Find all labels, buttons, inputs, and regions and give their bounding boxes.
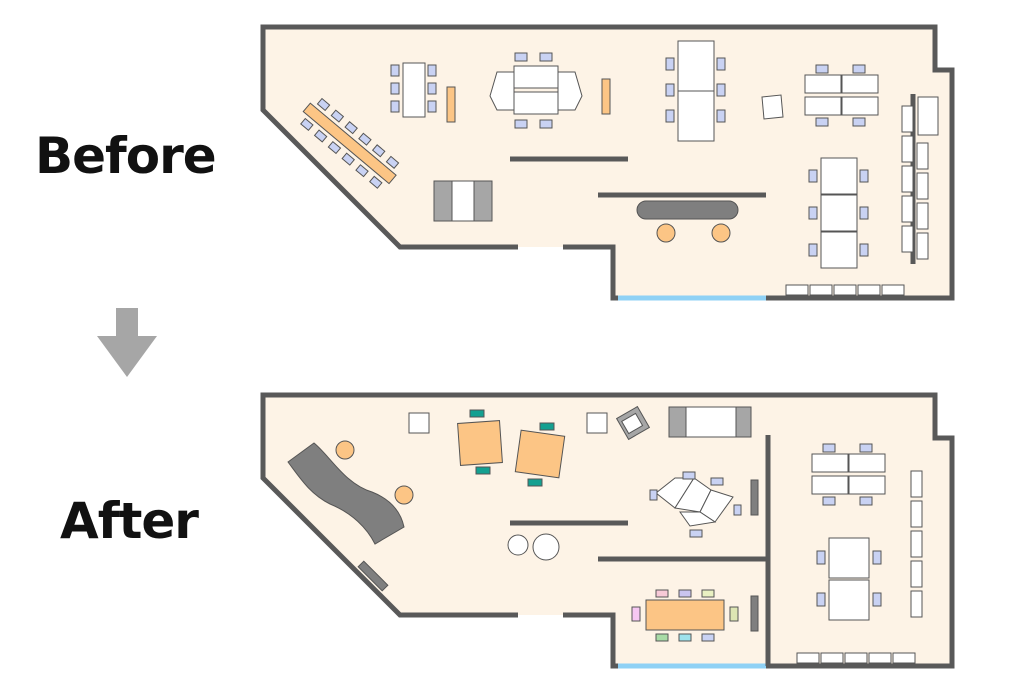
before-stool-2 (711, 223, 731, 243)
before-shelf-2 (601, 78, 611, 115)
before-floor-plan (260, 24, 955, 301)
before-podium (761, 94, 784, 120)
after-desk-cluster-bottom (816, 537, 882, 621)
after-white-stool-1 (507, 534, 529, 556)
after-lounge-chair (615, 405, 651, 441)
before-label: Before (35, 127, 217, 185)
after-floor (263, 395, 952, 666)
after-curved-bench (287, 442, 405, 545)
after-stool-2 (394, 485, 414, 505)
after-white-stool-2 (532, 533, 560, 561)
before-long-bench (636, 200, 739, 220)
before-desk-cluster-5 (808, 157, 869, 269)
before-desk-cluster-4 (804, 64, 879, 127)
before-desk-cluster-2 (489, 52, 583, 129)
after-label: After (60, 492, 199, 550)
after-side-table-1 (408, 412, 430, 434)
after-outer-wall (260, 392, 955, 669)
after-desk-cluster-top (811, 443, 886, 506)
before-outer-wall (260, 24, 955, 301)
arrow-down-icon (97, 308, 157, 377)
after-stool-1 (335, 440, 355, 460)
before-grey-cabinet (433, 180, 493, 222)
after-shelf-1 (750, 479, 759, 516)
after-meeting-table (631, 589, 739, 642)
before-desk-cluster-3 (665, 40, 726, 142)
after-lockers (910, 470, 923, 618)
bench-chairs-top (316, 97, 400, 169)
after-side-table-2 (586, 412, 608, 434)
before-lockers (901, 96, 939, 260)
before-bottom-lockers (785, 284, 905, 296)
after-orange-table-2 (514, 422, 566, 487)
after-orange-table-1 (457, 409, 503, 475)
after-shelf-2 (750, 595, 759, 632)
after-zigzag-desks (649, 471, 742, 538)
after-grey-cabinet (668, 406, 752, 438)
before-diagonal-bench (300, 97, 400, 189)
before-shelf-1 (446, 86, 456, 123)
after-bottom-lockers (796, 652, 916, 664)
before-desk-cluster-1 (390, 62, 437, 118)
bench-chairs-bottom (300, 117, 383, 189)
after-small-bench (357, 560, 389, 592)
before-stool-1 (656, 223, 676, 243)
after-floor-plan (260, 392, 955, 669)
